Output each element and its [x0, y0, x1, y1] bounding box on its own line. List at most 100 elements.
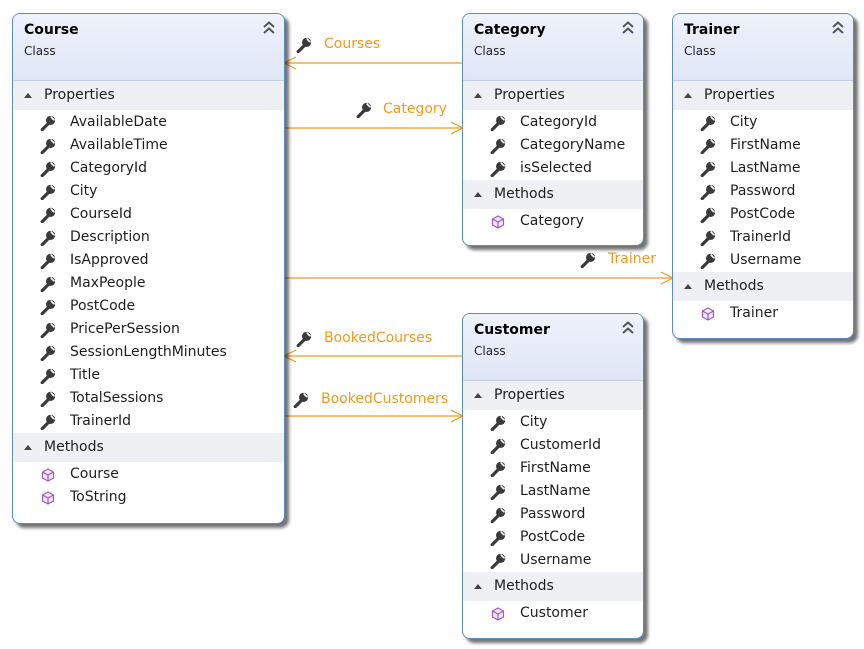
method-item[interactable]: ToString [13, 486, 284, 509]
property-name: AvailableDate [70, 114, 167, 130]
courses-association-label[interactable]: Courses [324, 36, 381, 52]
collapse-icon[interactable] [621, 320, 635, 336]
collapse-icon[interactable] [262, 20, 276, 36]
property-item[interactable]: CategoryId [463, 111, 643, 134]
property-item[interactable]: Title [13, 364, 284, 387]
property-item[interactable]: CategoryId [13, 157, 284, 180]
property-name: AvailableTime [70, 137, 168, 153]
property-name: City [520, 414, 548, 430]
customer-class-box[interactable]: Customer Class Properties City CustomerI… [462, 313, 644, 639]
expand-triangle-icon[interactable] [684, 93, 692, 98]
category-association-label[interactable]: Category [383, 101, 447, 117]
method-name: ToString [70, 489, 127, 505]
property-item[interactable]: PricePerSession [13, 318, 284, 341]
category-class-box[interactable]: Category Class Properties CategoryId Cat… [462, 13, 644, 246]
property-item[interactable]: LastName [463, 480, 643, 503]
property-name: LastName [730, 160, 801, 176]
properties-section-header[interactable]: Properties [673, 81, 853, 110]
methods-section-header[interactable]: Methods [463, 180, 643, 209]
property-item[interactable]: PostCode [13, 295, 284, 318]
property-item[interactable]: CategoryName [463, 134, 643, 157]
class-stereotype: Class [474, 44, 506, 58]
methods-section-header[interactable]: Methods [673, 272, 853, 301]
method-item[interactable]: Course [13, 463, 284, 486]
properties-section-header[interactable]: Properties [463, 381, 643, 410]
wrench-icon [40, 253, 56, 269]
methods-section-header[interactable]: Methods [463, 572, 643, 601]
property-item[interactable]: PostCode [463, 526, 643, 549]
property-item[interactable]: CustomerId [463, 434, 643, 457]
expand-triangle-icon[interactable] [474, 192, 482, 197]
booked-customers-association-label[interactable]: BookedCustomers [321, 391, 449, 407]
method-name: Trainer [730, 305, 778, 321]
property-item[interactable]: Password [673, 180, 853, 203]
property-item[interactable]: TotalSessions [13, 387, 284, 410]
expand-triangle-icon[interactable] [474, 93, 482, 98]
property-name: IsApproved [70, 252, 149, 268]
wrench-icon [40, 161, 56, 177]
trainer-class-box[interactable]: Trainer Class Properties City FirstName … [672, 13, 854, 339]
expand-triangle-icon[interactable] [684, 284, 692, 289]
course-class-box[interactable]: Course Class Properties AvailableDate Av… [12, 13, 285, 524]
wrench-icon [296, 37, 312, 53]
class-name: Course [24, 22, 79, 38]
trainer-association-label[interactable]: Trainer [608, 251, 656, 267]
method-item[interactable]: Trainer [673, 302, 853, 325]
properties-section-header[interactable]: Properties [13, 81, 284, 110]
class-header[interactable]: Course Class [13, 14, 284, 81]
section-label: Methods [44, 439, 104, 455]
property-item[interactable]: TrainerId [13, 410, 284, 433]
property-item[interactable]: City [13, 180, 284, 203]
property-name: MaxPeople [70, 275, 146, 291]
property-name: SessionLengthMinutes [70, 344, 227, 360]
method-cube-icon [40, 490, 56, 506]
class-name: Category [474, 22, 546, 38]
property-item[interactable]: City [673, 111, 853, 134]
property-item[interactable]: FirstName [673, 134, 853, 157]
wrench-icon [40, 322, 56, 338]
property-name: Username [520, 552, 592, 568]
property-item[interactable]: Username [673, 249, 853, 272]
methods-list: Course ToString [13, 462, 284, 509]
property-item[interactable]: IsApproved [13, 249, 284, 272]
property-item[interactable]: AvailableDate [13, 111, 284, 134]
wrench-icon [296, 331, 312, 347]
wrench-icon [40, 115, 56, 131]
booked-courses-association-label[interactable]: BookedCourses [324, 330, 433, 346]
method-item[interactable]: Customer [463, 602, 643, 625]
property-item[interactable]: City [463, 411, 643, 434]
property-item[interactable]: AvailableTime [13, 134, 284, 157]
expand-triangle-icon[interactable] [474, 584, 482, 589]
class-header[interactable]: Customer Class [463, 314, 643, 381]
class-header[interactable]: Category Class [463, 14, 643, 81]
property-item[interactable]: TrainerId [673, 226, 853, 249]
property-item[interactable]: PostCode [673, 203, 853, 226]
expand-triangle-icon[interactable] [24, 93, 32, 98]
collapse-icon[interactable] [621, 20, 635, 36]
expand-triangle-icon[interactable] [24, 445, 32, 450]
property-item[interactable]: CourseId [13, 203, 284, 226]
class-header[interactable]: Trainer Class [673, 14, 853, 81]
property-item[interactable]: LastName [673, 157, 853, 180]
section-label: Properties [704, 87, 775, 103]
expand-triangle-icon[interactable] [474, 393, 482, 398]
section-label: Properties [44, 87, 115, 103]
property-item[interactable]: Username [463, 549, 643, 572]
method-item[interactable]: Category [463, 210, 643, 233]
property-name: Title [70, 367, 101, 383]
method-cube-icon [700, 306, 716, 322]
wrench-icon [40, 414, 56, 430]
property-item[interactable]: Description [13, 226, 284, 249]
properties-list: City FirstName LastName Password PostCod… [673, 110, 853, 272]
property-name: PricePerSession [70, 321, 180, 337]
wrench-icon [700, 138, 716, 154]
property-item[interactable]: SessionLengthMinutes [13, 341, 284, 364]
property-item[interactable]: MaxPeople [13, 272, 284, 295]
property-item[interactable]: Password [463, 503, 643, 526]
property-item[interactable]: FirstName [463, 457, 643, 480]
properties-section-header[interactable]: Properties [463, 81, 643, 110]
collapse-icon[interactable] [831, 20, 845, 36]
methods-section-header[interactable]: Methods [13, 433, 284, 462]
property-item[interactable]: isSelected [463, 157, 643, 180]
